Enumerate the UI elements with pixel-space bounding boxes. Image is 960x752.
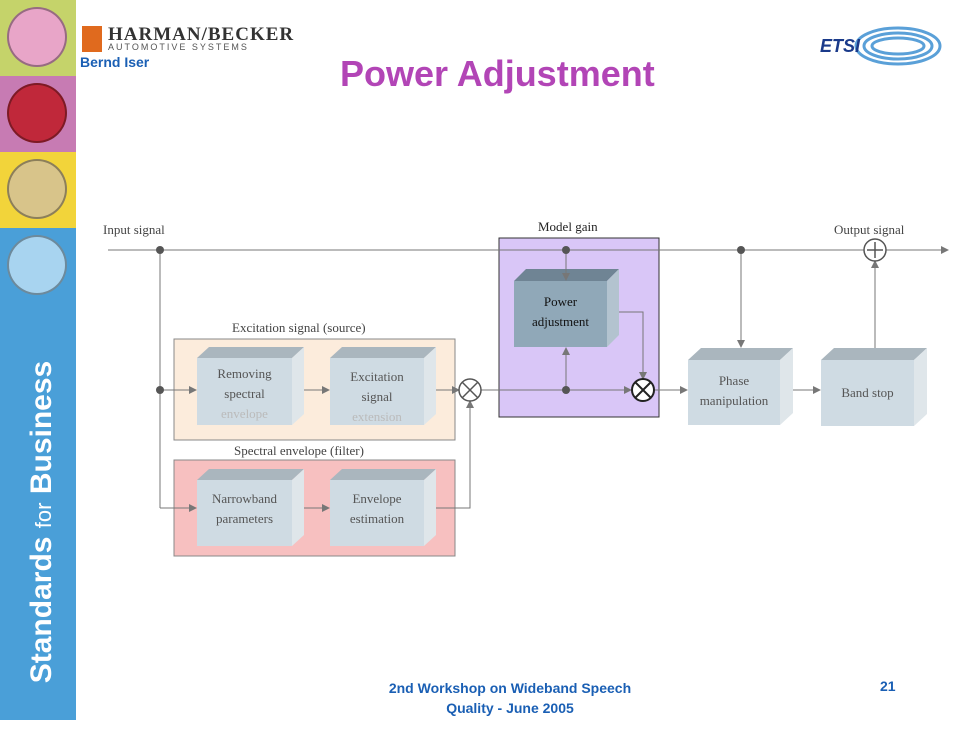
phase-manipulation-block [688,348,793,425]
junction-dot [156,386,164,394]
logo-mark-icon [82,26,102,52]
planet-icon [7,235,67,295]
phase-manipulation-block-label: Phase manipulation [688,371,780,411]
junction-dot [562,386,570,394]
narrowband-label-line: parameters [215,511,274,526]
footer-line-1: 2nd Workshop on Wideband Speech [388,680,632,696]
excitation-label-line: extension [352,409,402,424]
excitation-block-label: Excitation signal extension [330,367,424,427]
power-adjustment-block-label: Power adjustment [514,292,607,332]
band-stop-block [821,348,927,426]
removing-label-line: Removing [217,366,272,381]
arrow-envelope-to-multiplier [436,400,474,509]
input-signal-label: Input signal [103,222,165,237]
removing-block-label: Removing spectral envelope [197,364,292,424]
envelope-estimation-label-line: estimation [349,511,405,526]
removing-spectral-envelope-block [197,347,304,425]
narrowband-parameters-block [197,469,304,546]
sidebar-tile-4 [0,228,76,304]
footer-event: 2nd Workshop on Wideband Speech Quality … [355,678,665,718]
arrow-power-to-multiplier [619,311,647,380]
removing-label-line: envelope [221,406,268,421]
etsi-logo-text: ETSI [820,36,861,56]
band-stop-block-label: Band stop [821,383,914,403]
multiplier-icon [458,378,482,402]
excitation-signal-extension-block [330,347,436,425]
author-name: Bernd Iser [80,54,150,70]
narrowband-block-label: Narrowband parameters [197,489,292,529]
envelope-estimation-block [330,469,436,546]
slide-number: 21 [880,678,896,694]
bandstop-label-line: Band stop [841,385,894,400]
page-title: Power Adjustment [340,53,655,94]
excitation-label-line: signal [361,389,393,404]
envelope-group-label: Spectral envelope (filter) [234,443,364,458]
power-label-line: adjustment [531,314,590,329]
block-diagram [108,237,949,557]
phase-label-line: Phase [718,373,750,388]
phase-label-line: manipulation [699,393,769,408]
logo-company-name: HARMAN/BECKER [108,24,295,45]
model-gain-label: Model gain [538,219,598,234]
output-signal-label: Output signal [834,222,905,237]
sidebar-tile-3 [0,152,76,228]
power-label-line: Power [543,294,578,309]
sidebar-tile-2 [0,76,76,152]
etsi-logo: ETSI [820,26,942,66]
sidebar-tile-1 [0,0,76,76]
removing-label-line: spectral [224,386,265,401]
envelope-estimation-label-line: Envelope [352,491,402,506]
narrowband-label-line: Narrowband [212,491,277,506]
logo-company-sub: AUTOMOTIVE SYSTEMS [108,42,249,52]
planet-icon [7,7,67,67]
junction-dot [737,246,745,254]
adder-icon [863,238,887,262]
planet-icon [7,83,67,143]
sidebar: Standards for Business [0,0,76,720]
junction-dot [562,246,570,254]
envelope-estimation-block-label: Envelope estimation [330,489,424,529]
excitation-group-label: Excitation signal (source) [232,320,366,335]
excitation-label-line: Excitation [350,369,404,384]
planet-icon [7,159,67,219]
multiplier-icon [631,378,655,402]
footer-line-2: Quality - June 2005 [446,700,574,716]
junction-dot [156,246,164,254]
